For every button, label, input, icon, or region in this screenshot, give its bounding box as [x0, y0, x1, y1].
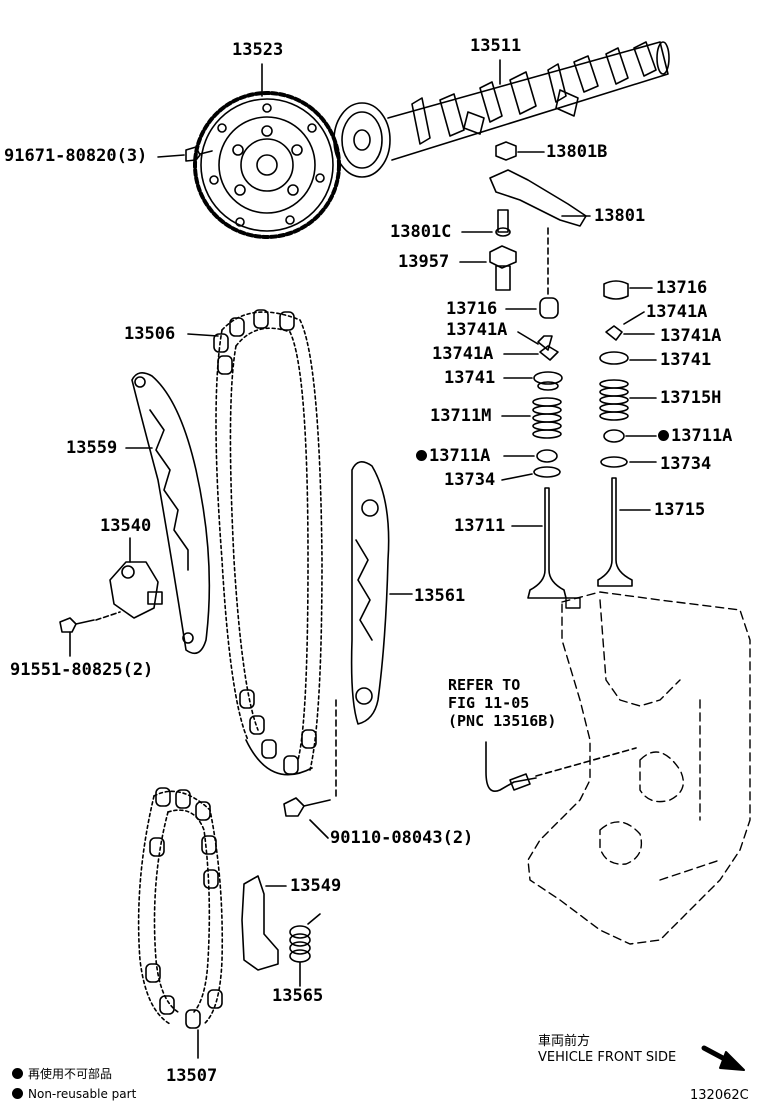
label-13741-left: 13741 — [444, 368, 496, 388]
label-13511: 13511 — [470, 36, 522, 56]
legend-jp-text: 再使用不可部品 — [28, 1067, 113, 1081]
label-13523: 13523 — [232, 40, 284, 60]
engine-block — [527, 591, 751, 945]
label-13561: 13561 — [414, 586, 466, 606]
label-13801C: 13801C — [390, 222, 452, 242]
refer-note-line2: FIG 11-05 — [448, 694, 530, 712]
label-13711: 13711 — [454, 516, 506, 536]
camshaft-sprocket — [193, 91, 341, 239]
camshaft — [333, 41, 670, 178]
label-13734-left: 13734 — [444, 470, 496, 490]
legend-jp: 再使用不可部品 — [12, 1066, 112, 1082]
label-13559: 13559 — [66, 438, 118, 458]
adjust-screw — [495, 209, 511, 237]
seal-left — [536, 449, 558, 463]
spring-left — [532, 397, 562, 439]
label-13734-right: 13734 — [660, 454, 712, 474]
valve-lifter-right — [603, 280, 629, 300]
label-13711A-left: 13711A — [416, 446, 490, 466]
label-13801B: 13801B — [546, 142, 608, 162]
label-13540: 13540 — [100, 516, 152, 536]
timing-chain-upper — [213, 309, 323, 776]
figure-id: 132062C — [690, 1088, 749, 1103]
label-91551: 91551-80825(2) — [10, 660, 154, 680]
sprocket-bolt — [185, 146, 213, 162]
label-13741-right: 13741 — [660, 350, 712, 370]
label-13741A-right: 13741A — [660, 326, 722, 346]
tensioner-bolt — [59, 617, 95, 633]
damper-13549 — [241, 875, 279, 971]
label-13549: 13549 — [290, 876, 342, 896]
label-13715: 13715 — [654, 500, 706, 520]
intake-valve — [527, 487, 567, 599]
retainer-left — [533, 371, 563, 385]
lash-adjuster — [489, 245, 517, 291]
legend-en-text: Non-reusable part — [28, 1087, 137, 1101]
oil-pipe — [485, 741, 537, 792]
exhaust-valve — [597, 477, 633, 587]
label-13957: 13957 — [398, 252, 450, 272]
legend-dot-icon — [12, 1088, 23, 1099]
seat-right — [600, 456, 628, 468]
seal-right — [603, 429, 625, 443]
retainer-right — [599, 351, 629, 365]
guide-bolt — [283, 797, 331, 817]
chain-guide-13561 — [350, 461, 390, 725]
label-13711M: 13711M — [430, 406, 492, 426]
rocker-arm — [489, 169, 587, 227]
label-13801: 13801 — [594, 206, 646, 226]
label-13716-left: 13716 — [446, 299, 498, 319]
label-13741A-left: 13741A — [432, 344, 494, 364]
timing-chain-lower — [137, 787, 224, 1029]
direction-en: VEHICLE FRONT SIDE — [538, 1050, 677, 1065]
label-13711A-left-text: 13711A — [429, 446, 491, 466]
label-13741A-left-top: 13741A — [446, 320, 508, 340]
label-13741A-right-top: 13741A — [646, 302, 708, 322]
label-13715H: 13715H — [660, 388, 722, 408]
valve-lifter-left — [539, 297, 559, 319]
non-reusable-mark-icon — [658, 430, 669, 441]
label-90110: 90110-08043(2) — [330, 828, 474, 848]
non-reusable-mark-icon — [416, 450, 427, 461]
label-91671: 91671-80820(3) — [4, 146, 148, 166]
spring-13565 — [289, 913, 321, 963]
front-arrow-icon — [701, 1045, 745, 1071]
legend-en: Non-reusable part — [12, 1086, 136, 1102]
label-13506: 13506 — [124, 324, 176, 344]
nut — [495, 141, 517, 161]
label-13716-right: 13716 — [656, 278, 708, 298]
label-13507: 13507 — [166, 1066, 218, 1086]
refer-note-line3: (PNC 13516B) — [448, 712, 557, 730]
chain-tensioner — [109, 561, 163, 619]
direction-jp: 車両前方 — [538, 1034, 591, 1049]
label-13711A-right: 13711A — [658, 426, 732, 446]
chain-guide-13559 — [131, 372, 211, 655]
label-13565: 13565 — [272, 986, 324, 1006]
seat-left — [533, 466, 561, 478]
spring-right — [599, 379, 629, 421]
label-13711A-right-text: 13711A — [671, 426, 733, 446]
refer-note-line1: REFER TO — [448, 676, 521, 694]
legend-dot-icon — [12, 1068, 23, 1079]
keeper-left — [537, 335, 553, 351]
